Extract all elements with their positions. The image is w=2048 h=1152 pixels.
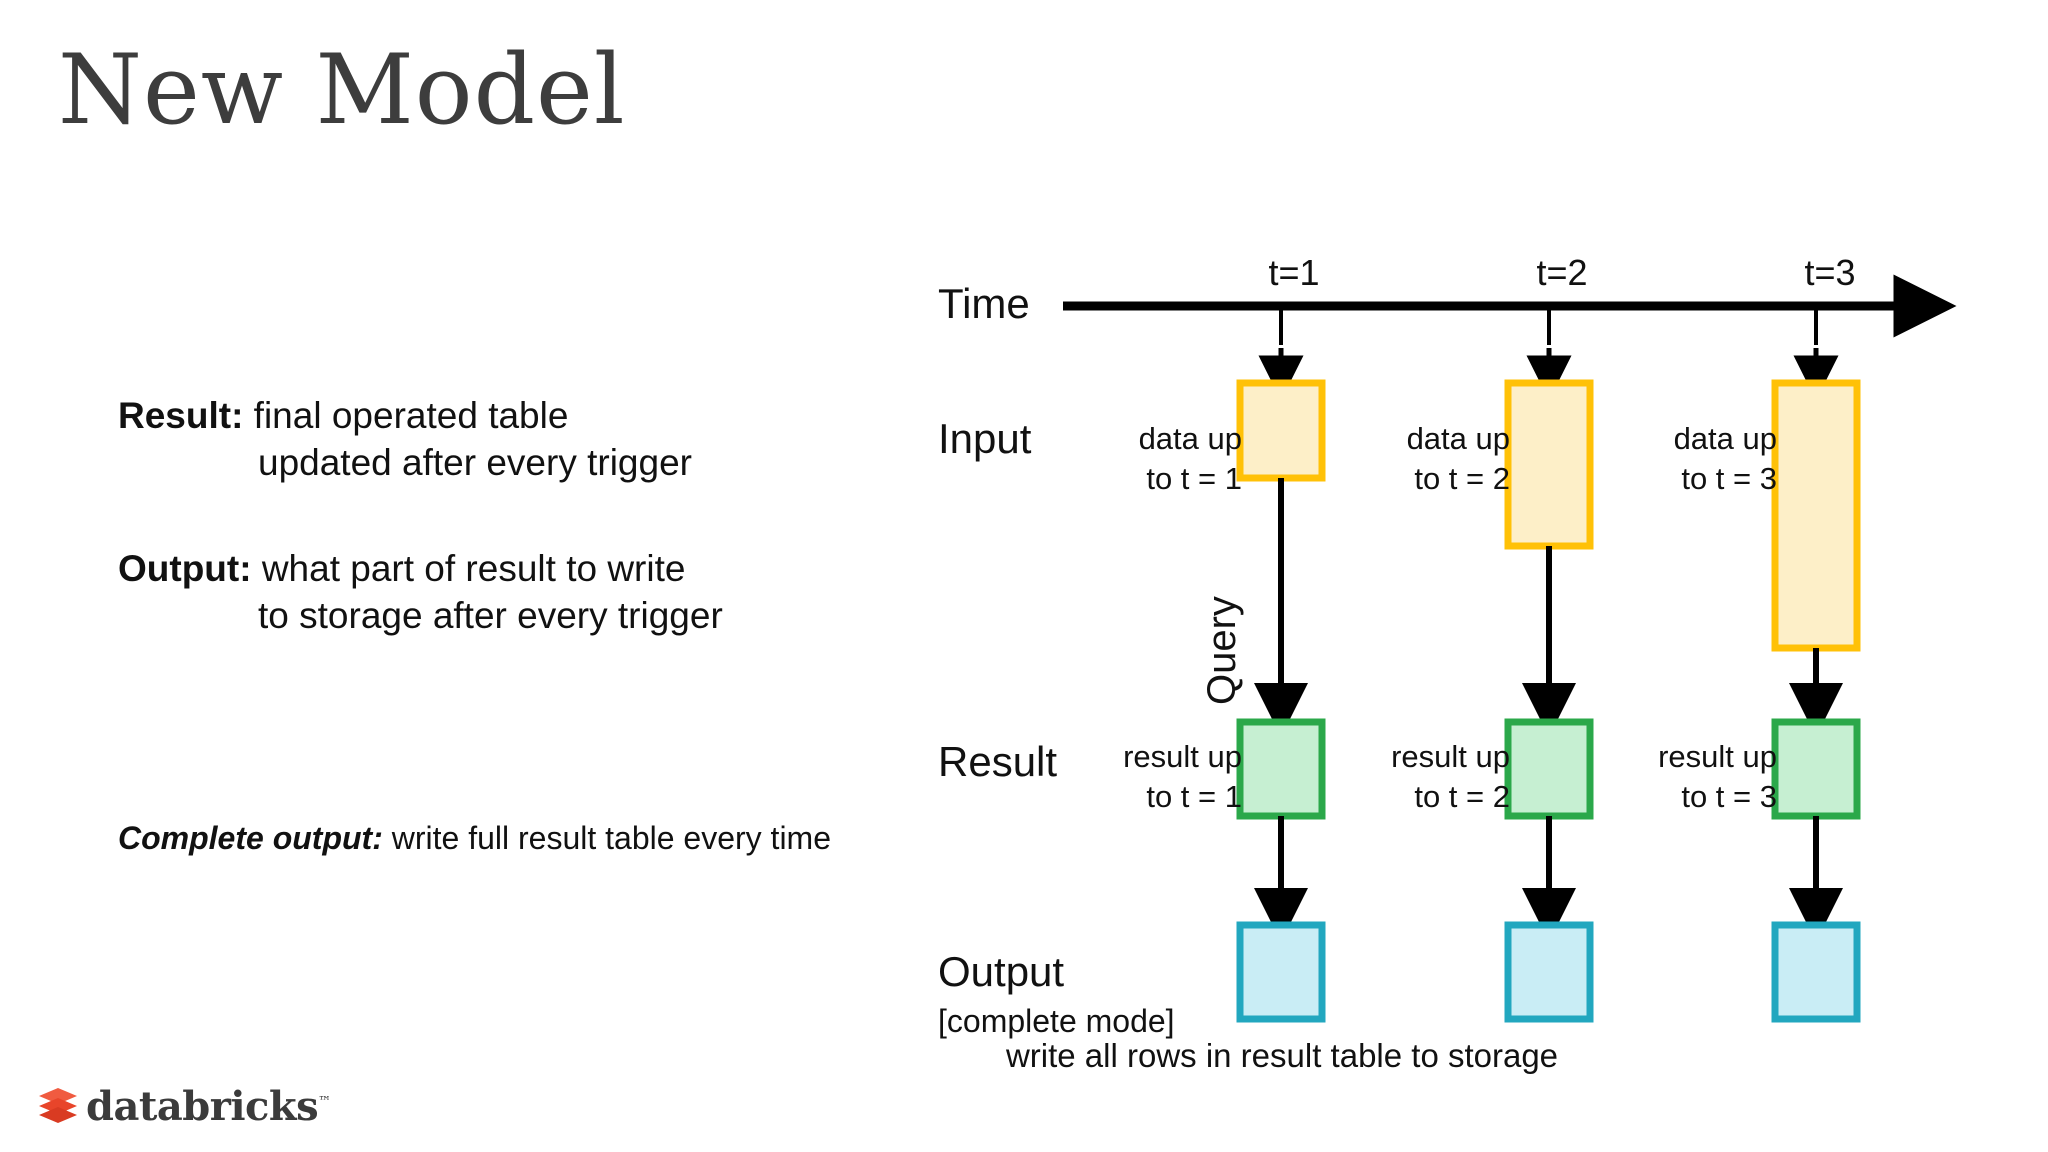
output-box-t2 [1504, 921, 1594, 1023]
row-label-input: Input [938, 415, 1032, 462]
bullet-result: Result: final operated table updated aft… [118, 392, 938, 487]
tick-label-t1: t=1 [1268, 252, 1320, 293]
result-caption-t1-line2: to t = 1 [1146, 778, 1242, 814]
complete-output-note: Complete output: write full result table… [118, 820, 831, 857]
result-box-t1 [1236, 718, 1326, 820]
input-caption-t2-line2: to t = 2 [1414, 460, 1510, 496]
result-box-t2 [1504, 718, 1594, 820]
input-box-t3 [1771, 379, 1861, 652]
bullet-spacer [118, 487, 938, 545]
result-caption-t3-line1: result up [1658, 739, 1777, 774]
result-caption-t3-line2: to t = 3 [1681, 778, 1777, 814]
tick-label-t2: t=2 [1536, 252, 1588, 293]
bullet-output-line1: Output: what part of result to write [118, 545, 938, 592]
query-label: Query [1200, 596, 1244, 705]
trademark-symbol: ™ [318, 1094, 331, 1110]
result-caption-t2: result up to t = 2 [1391, 737, 1510, 816]
time-axis [1063, 274, 1957, 401]
input-caption-t1-line2: to t = 1 [1146, 460, 1242, 496]
bullet-result-lead: Result: [118, 395, 244, 436]
complete-output-lead: Complete output: [118, 820, 383, 856]
row-label-output-mode: [complete mode] [938, 1003, 1175, 1039]
databricks-logo: databricks™ [38, 1086, 331, 1128]
result-box-t3 [1771, 718, 1861, 820]
input-caption-t1-line1: data up [1138, 421, 1242, 456]
bullet-result-line2: updated after every trigger [258, 442, 692, 484]
row-label-time: Time [938, 280, 1030, 327]
row-label-output: Output [938, 948, 1065, 995]
page-title: New Model [58, 34, 626, 146]
query-arrows [1254, 478, 1843, 737]
bullet-output: Output: what part of result to write to … [118, 545, 938, 640]
write-arrows [1254, 816, 1843, 942]
result-caption-t3: result up to t = 3 [1658, 737, 1777, 816]
bullet-result-text: final operated table [243, 395, 569, 436]
input-box-t1 [1236, 379, 1326, 482]
output-box-t1 [1236, 921, 1326, 1023]
input-caption-t1: data up to t = 1 [1139, 419, 1242, 498]
databricks-wordmark-text: databricks [86, 1083, 319, 1130]
input-caption-t3-line2: to t = 3 [1681, 460, 1777, 496]
input-caption-t3-line1: data up [1673, 421, 1777, 456]
input-caption-t2-line1: data up [1406, 421, 1510, 456]
input-caption-t3: data up to t = 3 [1674, 419, 1777, 498]
bullet-result-line1: Result: final operated table [118, 392, 938, 439]
databricks-brick-icon [38, 1086, 78, 1128]
result-caption-t2-line1: result up [1391, 739, 1510, 774]
input-box-t2 [1504, 379, 1594, 550]
databricks-wordmark: databricks™ [86, 1087, 331, 1127]
bullet-output-text: what part of result to write [251, 547, 686, 589]
output-box-t3 [1771, 921, 1861, 1023]
tick-label-t3: t=3 [1804, 252, 1856, 293]
input-caption-t2: data up to t = 2 [1407, 419, 1510, 498]
output-boxes [1236, 921, 1861, 1023]
bullet-output-line2: to storage after every trigger [258, 595, 723, 637]
bullet-output-lead: Output: [118, 547, 252, 589]
complete-output-rest: write full result table every time [382, 820, 831, 856]
bullet-list: Result: final operated table updated aft… [118, 392, 938, 639]
result-caption-t1-line1: result up [1123, 739, 1242, 774]
result-caption-t1: result up to t = 1 [1123, 737, 1242, 816]
output-footer-caption: write all rows in result table to storag… [1005, 1037, 1559, 1074]
result-caption-t2-line2: to t = 2 [1414, 778, 1510, 814]
row-label-result: Result [938, 738, 1058, 785]
